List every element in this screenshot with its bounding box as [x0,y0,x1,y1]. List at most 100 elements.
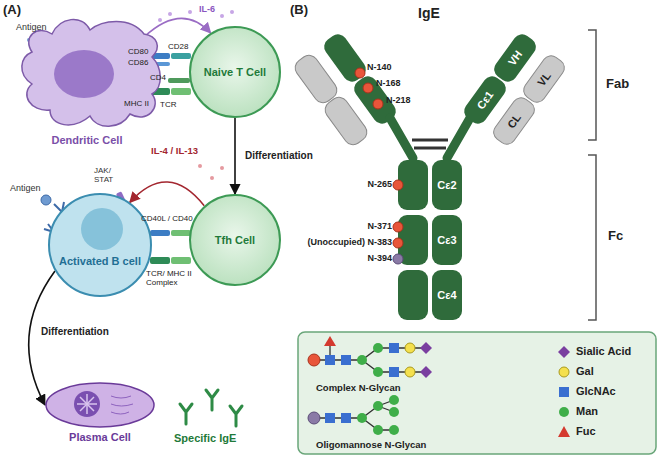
ige-chains [390,118,470,158]
complex-glycan [373,367,383,377]
annotation-label: CD86 [128,58,148,67]
glycan-sites [393,254,403,264]
connector-arrow [234,118,236,194]
ige-left-arm [322,94,371,149]
legend-swatch [558,426,570,437]
oligomannose-glycan [314,400,394,430]
annotation-label: (A) [3,3,21,18]
cell-drawing [50,195,150,295]
synapse-receptors [150,257,170,264]
oligomannose-glycan [389,425,399,435]
complex-glycan [405,343,415,353]
complex-glycan [405,367,415,377]
annotation-label: Antigen [16,22,47,32]
node-label: Naive T Cell [204,66,266,79]
annotation-label: Fab [606,77,629,92]
annotation-label: Fc [608,229,623,244]
complex-glycan [341,355,351,365]
annotation-label: CD40L / CD40 [141,214,193,223]
edge-label: IL-6 [198,4,216,14]
glycan-sites [363,83,373,93]
cell-drawing [80,397,94,411]
connector-arrow [130,182,204,206]
plasma-cell: Plasma Cell [45,382,155,428]
cell-drawing [81,208,123,250]
annotation-label: N-394 [367,253,392,263]
oligomannose-glycan [314,400,394,430]
ige-left-arm [292,52,341,107]
annotation-label: MHC II [124,99,149,108]
annotation-label: CD4 [150,73,166,82]
oligomannose-glycan [373,425,383,435]
il4-particles [198,164,224,180]
antigen-b [41,195,51,205]
region-brackets [588,30,596,140]
node-label: CL [505,111,524,130]
legend-text: GlcNAc [576,385,616,398]
annotation-label: TCR/ MHC II Complex [146,269,192,287]
complex-glycan [389,367,399,377]
legend-swatch [558,386,570,398]
heavy-chain-domain: Cε3 [432,215,462,265]
annotation-label: Complex N-Glycan [316,383,400,394]
annotation-label: (B) [290,3,308,18]
specific-ige-icons [206,390,218,410]
legend-swatch [559,367,569,377]
ige-fc-left [398,270,428,320]
synapse-receptors [168,78,190,83]
synapse-receptors [171,257,191,264]
oligomannose-glycan [325,413,335,423]
oligomannose-glycan [341,413,351,423]
cell-drawing [46,383,154,427]
complex-glycan [308,354,320,366]
annotation-label: TCR [160,100,176,109]
legend-text: Sialic Acid [576,345,631,358]
il-particles [220,14,224,18]
node-label: Cε4 [437,289,456,302]
t-cell: Tfh Cell [189,194,281,286]
legend-text: Fuc [576,425,596,438]
node-label: Cε1 [474,88,496,111]
oligomannose-glycan [308,395,399,435]
legend-swatch [558,346,570,358]
glycan-sites [355,68,365,78]
legend-swatch [559,387,569,397]
il4-particles [210,176,214,180]
ige-left-arm [292,31,400,149]
oligomannose-glycan [373,401,383,411]
il-particles [188,10,192,14]
il-particles [158,18,162,22]
cell-drawing [45,382,155,428]
legend-swatch [558,346,570,358]
legend-panel [298,332,656,454]
oligomannose-glycan [389,407,399,417]
region-brackets [588,155,596,320]
disulfide-hinge [412,139,448,142]
synapse-receptors [150,230,170,236]
t-cell: Naive T Cell [189,26,281,118]
annotation-label: Antigen [10,183,41,193]
cell-drawing [54,50,114,98]
glycan-sites [393,222,403,232]
annotation-label: (Unoccupied) N-383 [307,237,392,247]
legend-swatch [558,366,570,378]
specific-ige-icons [180,390,242,426]
ige-left-arm [322,94,371,149]
il4-particles [220,166,224,170]
cell-drawing [22,19,160,126]
cell-drawing [80,397,94,411]
complex-glycan [357,355,367,365]
node-label: Plasma Cell [45,431,155,444]
complex-glycan [325,355,335,365]
synapse-receptors [171,88,191,95]
legend-panel [298,332,656,454]
node-label: Cε3 [437,234,456,247]
complex-glycan [420,366,432,378]
glycan-sites [373,99,383,109]
annotation-label: IgE [418,5,440,21]
annotation-label: Oligomannose N-Glycan [316,440,426,451]
legend-text: Man [576,405,598,418]
complex-glycan [373,343,383,353]
ige-chains [390,118,413,158]
cell-drawing [111,396,133,414]
